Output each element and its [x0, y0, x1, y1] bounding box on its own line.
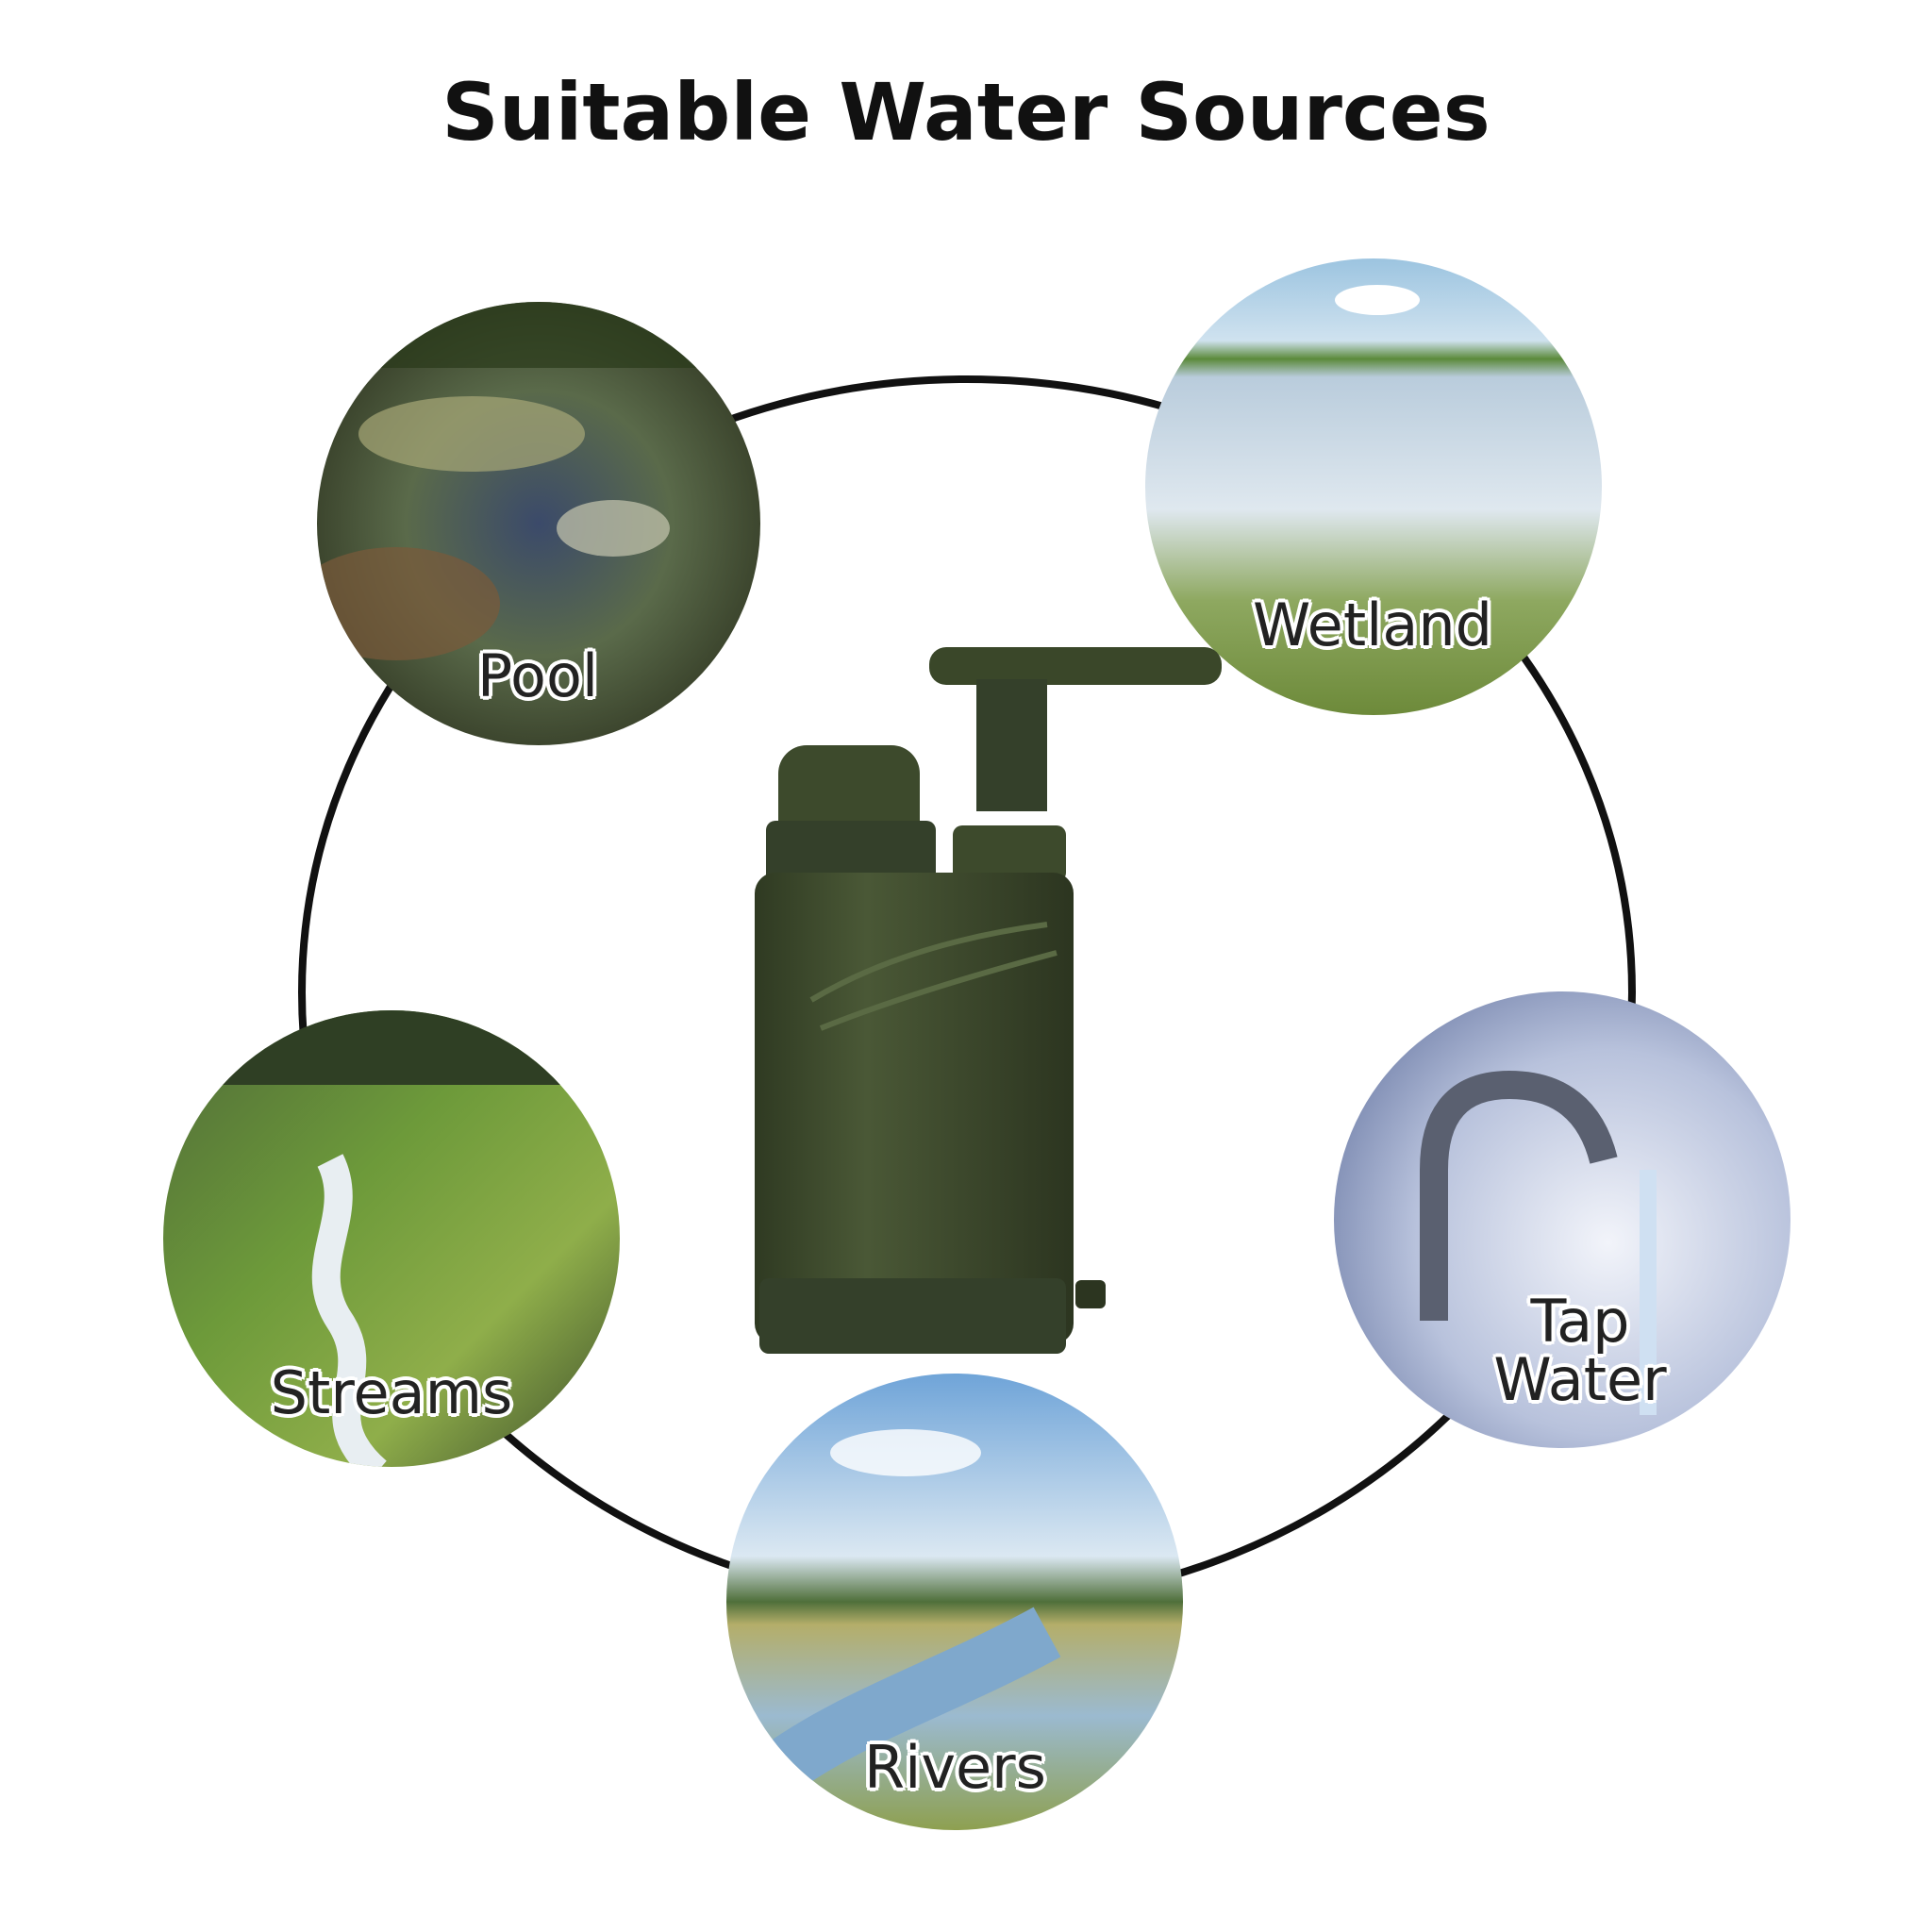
source-label-tap-water: Tap Water — [1493, 1287, 1667, 1414]
source-label-streams: Streams — [270, 1358, 513, 1427]
source-label-pool: Pool — [476, 641, 599, 710]
source-label-rivers: Rivers — [864, 1733, 1046, 1802]
page-title: Suitable Water Sources — [441, 66, 1491, 158]
source-label-wetland: Wetland — [1253, 591, 1492, 659]
faucet-photo — [1334, 991, 1790, 1448]
wetland-photo — [1145, 258, 1602, 715]
water-filter-pump — [755, 647, 1222, 1354]
river-photo — [726, 1374, 1183, 1830]
